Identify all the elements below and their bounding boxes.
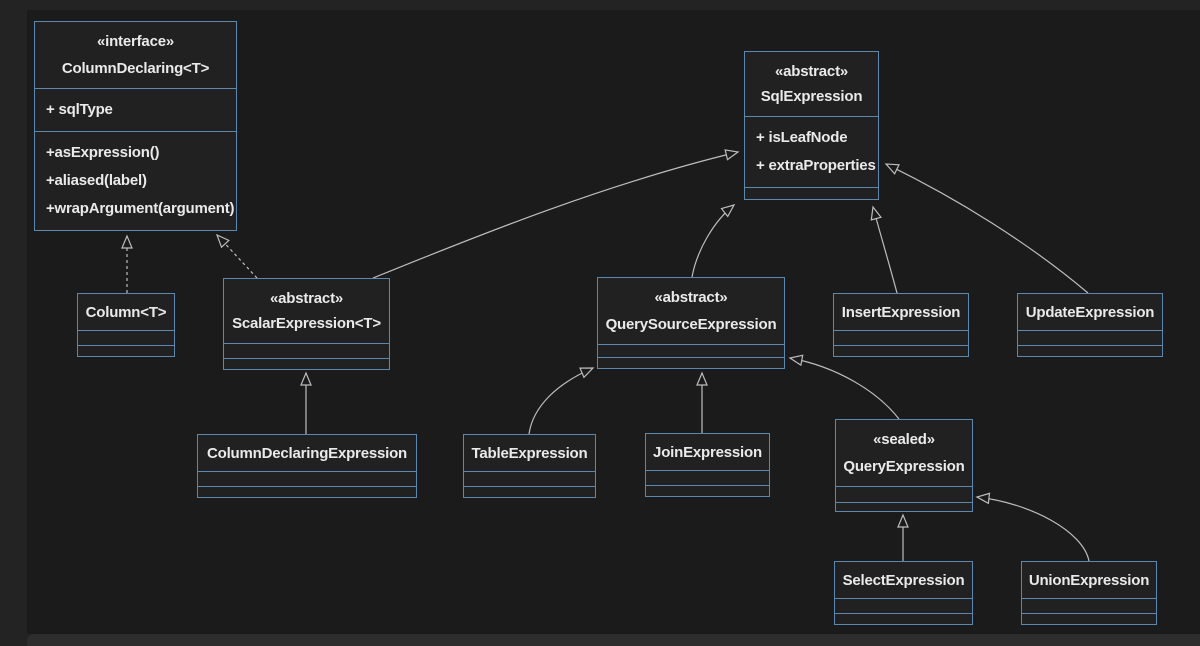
methods-compartment [1022,613,1156,624]
class-title: UnionExpression [1022,562,1156,598]
class-name: ScalarExpression<T> [232,315,381,333]
class-querysourceexpression[interactable]: «abstract» QuerySourceExpression [597,277,785,369]
attributes-compartment: + isLeafNode + extraProperties [745,116,878,187]
class-queryexpression[interactable]: «sealed» QueryExpression [835,419,973,512]
edge-updateexpression-extends-sqlexpression [884,163,1089,294]
attributes-compartment [224,343,389,358]
class-title: UpdateExpression [1018,294,1162,330]
attributes-compartment [598,344,784,357]
methods-compartment [646,485,769,496]
edge-insertexpression-extends-sqlexpression [870,205,898,294]
class-columndeclaringexpression[interactable]: ColumnDeclaringExpression [197,434,417,498]
attributes-compartment [1018,330,1162,345]
class-sqlexpression[interactable]: «abstract» SqlExpression + isLeafNode + … [744,51,879,200]
attributes-compartment [198,471,416,486]
class-title: «abstract» SqlExpression [745,52,878,116]
stereotype-label: «abstract» [654,289,728,307]
attributes-compartment [646,470,769,485]
edge-querysourceexpression-extends-sqlexpression [691,204,736,278]
class-scalarexpression[interactable]: «abstract» ScalarExpression<T> [223,278,390,370]
attributes-compartment [836,486,972,502]
attribute: + isLeafNode [756,129,848,146]
class-title: InsertExpression [834,294,968,330]
methods-compartment [745,187,878,199]
class-title: SelectExpression [835,562,972,598]
class-title: «interface» ColumnDeclaring<T> [35,22,236,88]
attributes-compartment: + sqlType [35,88,236,131]
stereotype-label: «sealed» [873,431,935,449]
class-name: SqlExpression [760,88,863,106]
attribute: + extraProperties [756,157,876,174]
class-column[interactable]: Column<T> [77,293,175,357]
edge-unionexpression-extends-queryexpression [975,492,1090,562]
class-name: JoinExpression [653,443,762,461]
attributes-compartment [78,330,174,345]
class-title: «sealed» QueryExpression [836,420,972,486]
edge-scalarexpression-realizes-columndeclaring [215,233,258,279]
class-title: Column<T> [78,294,174,330]
class-name: ColumnDeclaringExpression [206,444,408,462]
class-unionexpression[interactable]: UnionExpression [1021,561,1157,625]
attributes-compartment [464,471,595,486]
class-title: TableExpression [464,435,595,471]
methods-compartment [598,357,784,368]
class-name: UpdateExpression [1025,303,1155,321]
methods-compartment [836,502,972,511]
class-updateexpression[interactable]: UpdateExpression [1017,293,1163,357]
class-tableexpression[interactable]: TableExpression [463,434,596,498]
class-name: SelectExpression [842,571,965,589]
class-name: QuerySourceExpression [605,315,777,333]
methods-compartment [224,358,389,369]
method: +asExpression() [46,144,160,161]
class-name: ColumnDeclaring<T> [61,59,210,77]
methods-compartment: +asExpression() +aliased(label) +wrapArg… [35,131,236,230]
class-joinexpression[interactable]: JoinExpression [645,433,770,497]
attributes-compartment [1022,598,1156,613]
class-title: JoinExpression [646,434,769,470]
edge-scalarexpression-extends-sqlexpression [372,149,740,279]
stereotype-label: «abstract» [269,289,344,307]
edge-queryexpression-extends-querysourceexpression [788,354,900,420]
methods-compartment [198,486,416,497]
class-name: QueryExpression [843,457,965,475]
class-selectexpression[interactable]: SelectExpression [834,561,973,625]
stereotype-label: «abstract» [774,62,849,80]
class-name: Column<T> [85,303,167,321]
class-name: UnionExpression [1028,571,1150,589]
bottom-scrollbar-track[interactable] [27,634,1200,646]
attributes-compartment [835,598,972,613]
methods-compartment [464,486,595,497]
edge-tableexpression-extends-querysourceexpression [528,367,595,435]
class-insertexpression[interactable]: InsertExpression [833,293,969,357]
methods-compartment [834,345,968,356]
methods-compartment [78,345,174,356]
class-name: InsertExpression [841,303,961,321]
class-title: «abstract» ScalarExpression<T> [224,279,389,343]
attribute: + sqlType [46,101,113,118]
class-columndeclaring[interactable]: «interface» ColumnDeclaring<T> + sqlType… [34,21,237,231]
class-title: «abstract» QuerySourceExpression [598,278,784,344]
attributes-compartment [834,330,968,345]
methods-compartment [1018,345,1162,356]
methods-compartment [835,613,972,624]
method: +aliased(label) [46,172,147,189]
class-name: TableExpression [471,444,588,462]
method: +wrapArgument(argument) [46,200,235,217]
stereotype-label: «interface» [96,33,174,51]
class-title: ColumnDeclaringExpression [198,435,416,471]
